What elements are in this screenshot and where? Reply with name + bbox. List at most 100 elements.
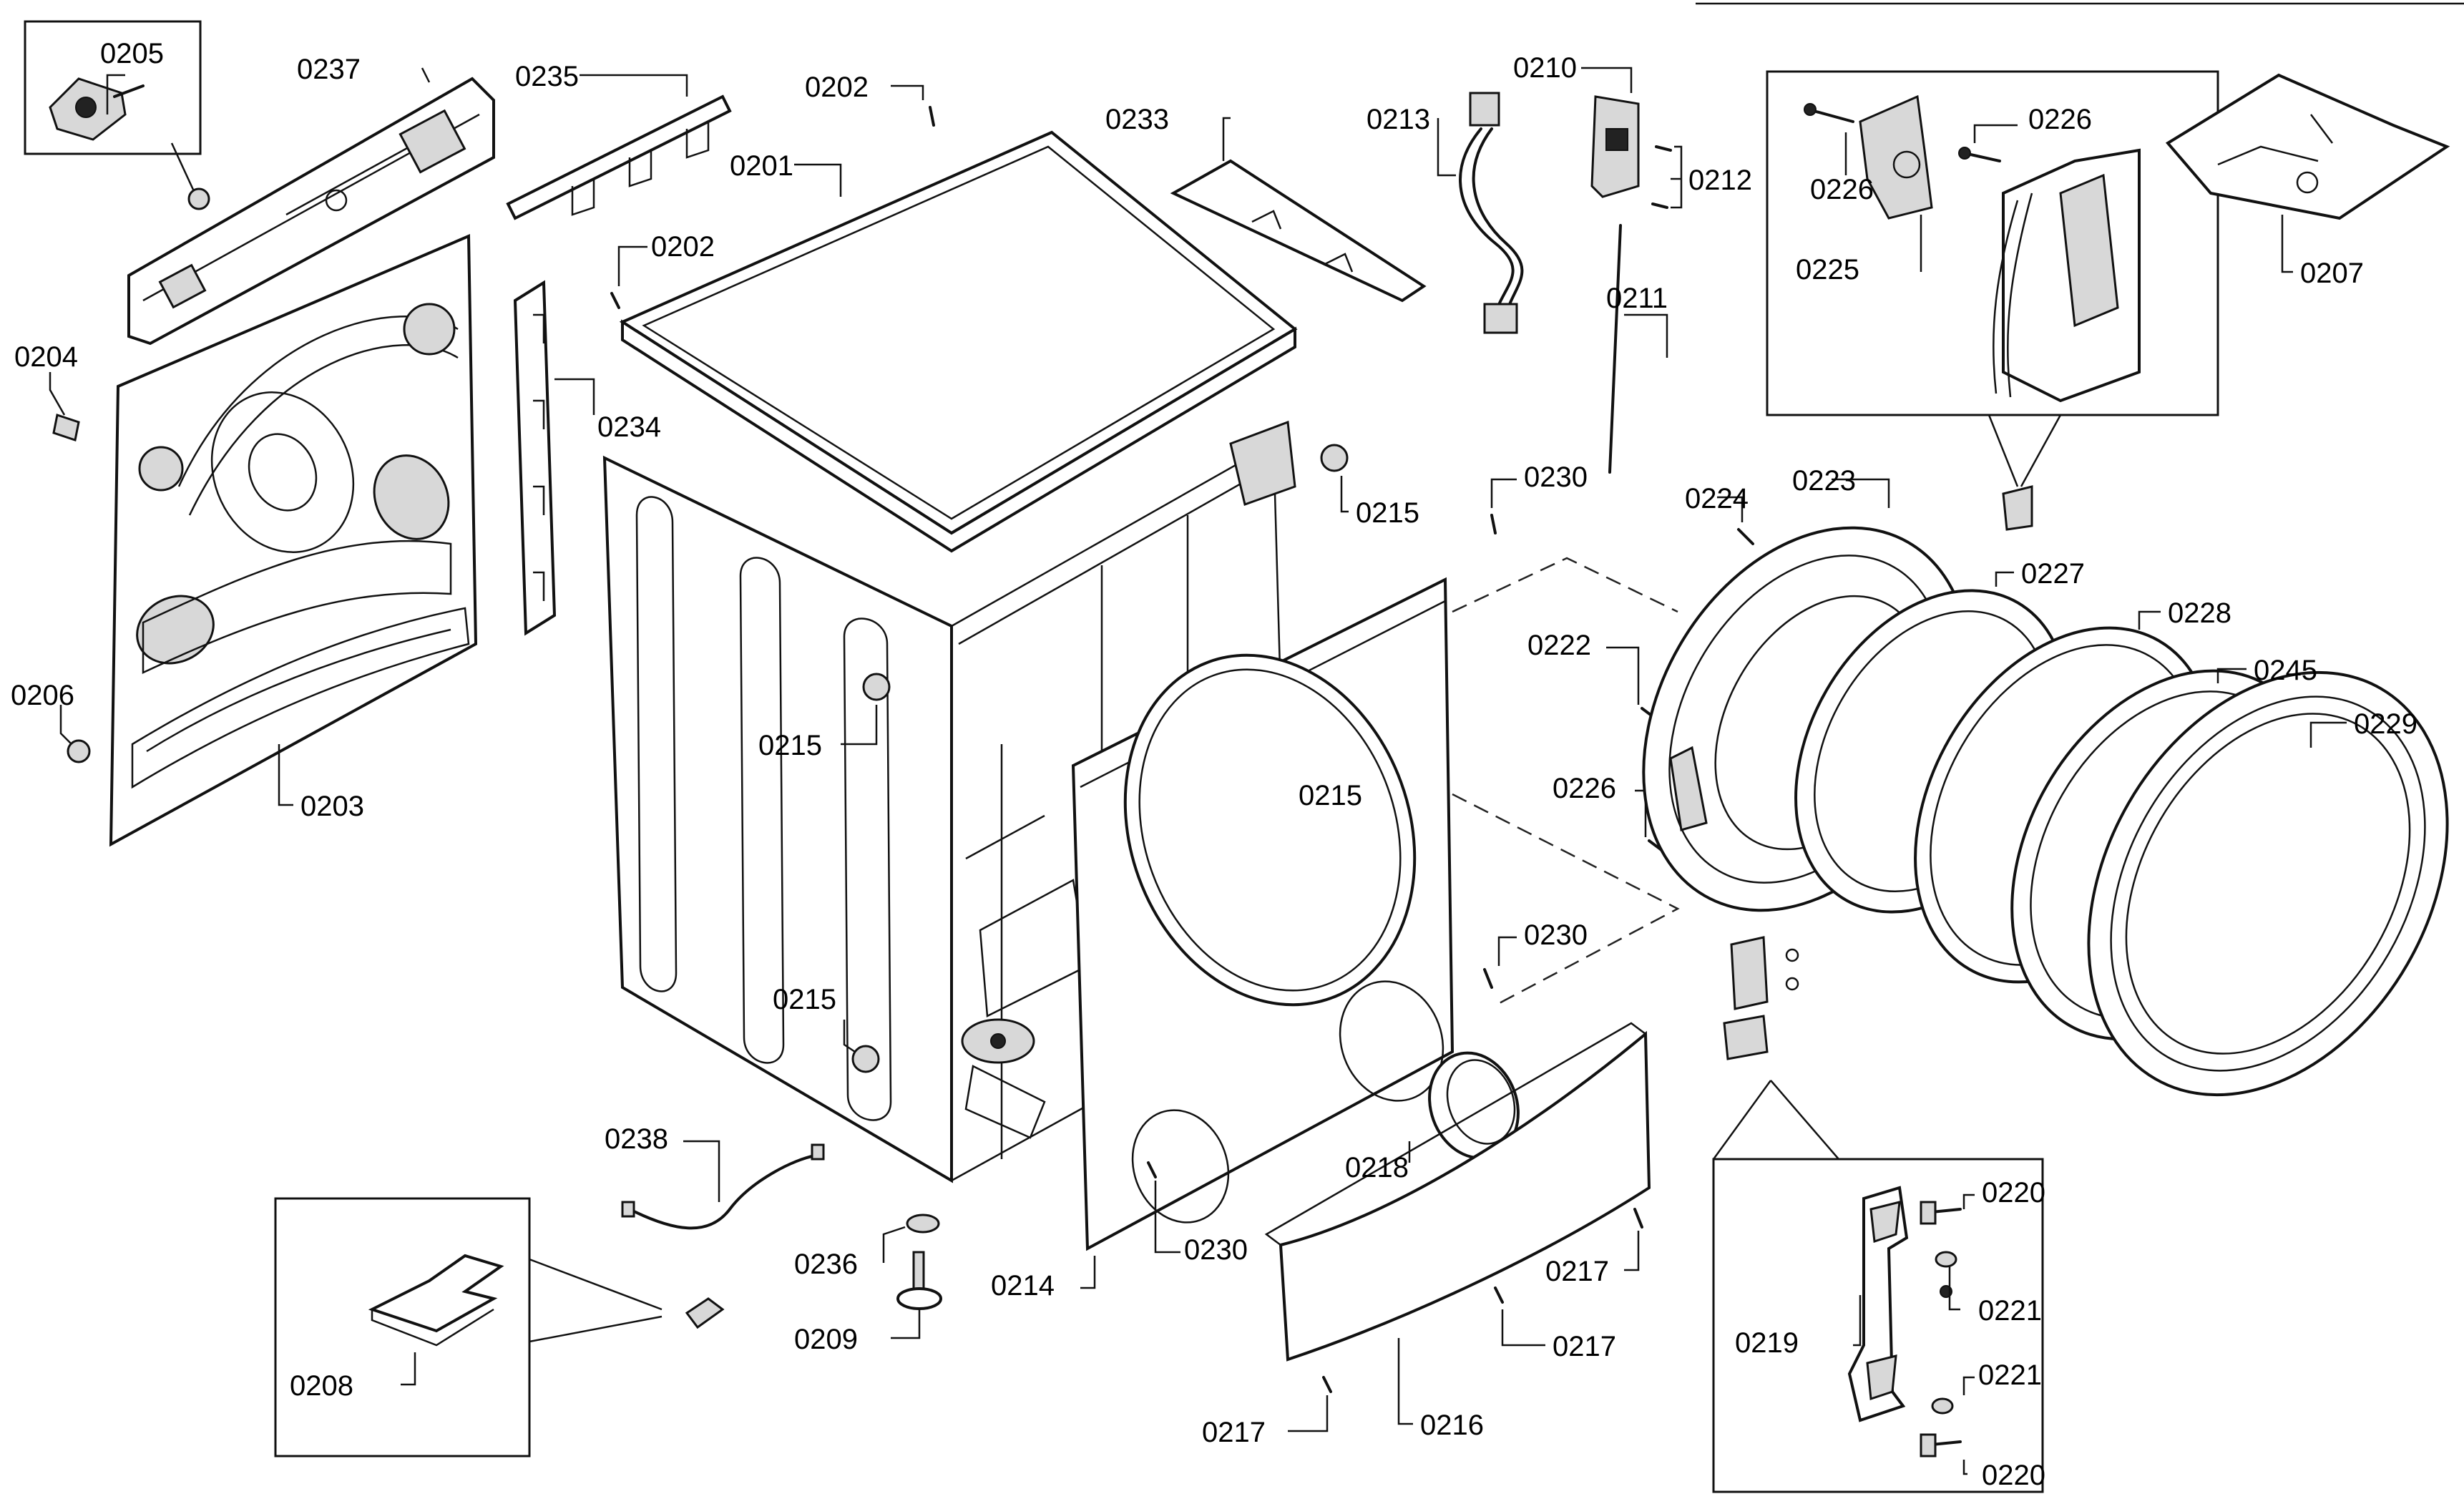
leader-0201 xyxy=(794,163,842,197)
part-front-panel xyxy=(1071,577,1455,1251)
part-0224-screw xyxy=(1737,528,1754,545)
leader-0204 xyxy=(49,372,66,416)
leader-0206 xyxy=(59,705,72,745)
part-0229-outer-door-frame xyxy=(2087,670,2449,1097)
leader-0222 xyxy=(1606,646,1640,705)
callout-0215-b: 0215 xyxy=(758,730,822,761)
part-0210-lock-switch xyxy=(1590,95,1640,198)
leader-0233 xyxy=(1222,117,1231,161)
callout-0234: 0234 xyxy=(597,411,661,443)
leader-0238 xyxy=(683,1140,720,1202)
leader-0220a xyxy=(1962,1193,1975,1209)
part-0212-screw-a xyxy=(1655,145,1672,152)
callout-0206: 0206 xyxy=(11,680,74,711)
leader-0217c xyxy=(1288,1395,1329,1432)
part-0215-grommet-bottom xyxy=(851,1045,880,1073)
callout-0230-a: 0230 xyxy=(1524,462,1588,493)
callout-0203: 0203 xyxy=(300,791,364,822)
callout-0211: 0211 xyxy=(1606,283,1668,314)
leader-0211 xyxy=(1624,313,1668,358)
part-0211-rod xyxy=(1608,224,1622,474)
callout-0221-a: 0221 xyxy=(1978,1295,2042,1327)
callout-0226-c: 0226 xyxy=(1553,773,1616,804)
part-0217-screw-a xyxy=(1633,1208,1643,1229)
inset-0219-hinge xyxy=(1712,1158,2044,1493)
callout-0223: 0223 xyxy=(1792,465,1856,497)
leader-0214 xyxy=(1080,1256,1096,1289)
leader-0217b xyxy=(1501,1309,1545,1347)
callout-0215-a: 0215 xyxy=(1356,497,1419,529)
callout-0222: 0222 xyxy=(1527,630,1591,661)
callout-0217-b: 0217 xyxy=(1553,1331,1616,1362)
callout-0225: 0225 xyxy=(1796,254,1859,285)
leader-0221b xyxy=(1962,1376,1975,1395)
part-0202-screw-left xyxy=(610,292,620,309)
part-0215-grommet-side xyxy=(862,673,891,701)
callout-0226-a: 0226 xyxy=(1810,174,1874,205)
leader-0229 xyxy=(2309,721,2347,748)
part-0207-hardware-bag xyxy=(2165,73,2450,220)
part-hinge-small xyxy=(2002,485,2033,531)
part-0212-screw-b xyxy=(1651,202,1668,209)
part-cabinet-body xyxy=(602,420,1296,1183)
leader-0237 xyxy=(421,67,431,83)
callout-0230-b: 0230 xyxy=(1524,919,1588,951)
part-0215-grommet-top xyxy=(1320,444,1349,472)
callout-0205: 0205 xyxy=(100,38,164,69)
leader-0203 xyxy=(278,744,293,806)
leader-0215d xyxy=(843,1020,856,1053)
callout-0212: 0212 xyxy=(1688,165,1752,196)
leader-0212 xyxy=(1671,145,1683,209)
part-0233-rail xyxy=(1170,159,1427,303)
callout-0210: 0210 xyxy=(1513,52,1577,84)
part-0234-side-bracket xyxy=(513,280,557,636)
part-0213-wire-harness xyxy=(1459,92,1524,334)
leader-0236 xyxy=(882,1226,906,1263)
part-0217-screw-b xyxy=(1494,1286,1504,1304)
part-0204-bolt xyxy=(52,414,80,441)
part-0230-screw-mid xyxy=(1483,968,1493,989)
part-0206-screw xyxy=(67,739,91,763)
callout-0220-a: 0220 xyxy=(1982,1177,2045,1209)
callout-0224: 0224 xyxy=(1685,483,1749,514)
leader-0210 xyxy=(1581,67,1633,93)
part-0216-kick-panel xyxy=(1264,1022,1651,1362)
part-0217-screw-c xyxy=(1322,1376,1332,1393)
leader-0208 xyxy=(401,1352,416,1386)
leader-0217a xyxy=(1624,1231,1640,1271)
callout-0237: 0237 xyxy=(297,54,361,85)
projection-line-top xyxy=(1452,557,1678,613)
leader-0207 xyxy=(2281,215,2293,273)
callout-0214: 0214 xyxy=(991,1270,1055,1302)
leader-0216 xyxy=(1397,1338,1413,1425)
leader-0226b xyxy=(1973,124,2018,143)
callout-0236: 0236 xyxy=(794,1249,858,1280)
part-0235-rail xyxy=(506,94,732,220)
callout-0226-b: 0226 xyxy=(2028,104,2092,135)
part-0230-screw-top xyxy=(1490,514,1497,534)
callout-0213: 0213 xyxy=(1367,104,1430,135)
leader-0205 xyxy=(106,74,125,114)
leader-hinge-inset xyxy=(1988,414,2062,487)
part-0209-foot xyxy=(896,1251,942,1310)
part-0230-screw-low xyxy=(1147,1161,1157,1178)
leader-0228 xyxy=(2138,610,2161,630)
callout-0221-b: 0221 xyxy=(1978,1359,2042,1391)
callout-0201: 0201 xyxy=(730,150,793,182)
leader-0234 xyxy=(554,378,595,415)
leader-0219 xyxy=(1853,1295,1862,1347)
leader-0213 xyxy=(1437,118,1456,177)
callout-0233: 0233 xyxy=(1105,104,1169,135)
callout-0227: 0227 xyxy=(2021,558,2085,590)
leader-0215a xyxy=(1340,476,1349,513)
callout-0207: 0207 xyxy=(2300,258,2364,289)
part-0238-wire xyxy=(621,1143,825,1230)
leader-0245 xyxy=(2216,668,2247,683)
part-0203-rear-panel xyxy=(109,233,478,847)
callout-0217-c: 0217 xyxy=(1202,1417,1266,1448)
leader-0235 xyxy=(580,74,688,97)
leader-0202a xyxy=(891,84,924,100)
callout-0228: 0228 xyxy=(2168,597,2231,629)
part-0237-rear-top-bracket xyxy=(127,77,495,346)
